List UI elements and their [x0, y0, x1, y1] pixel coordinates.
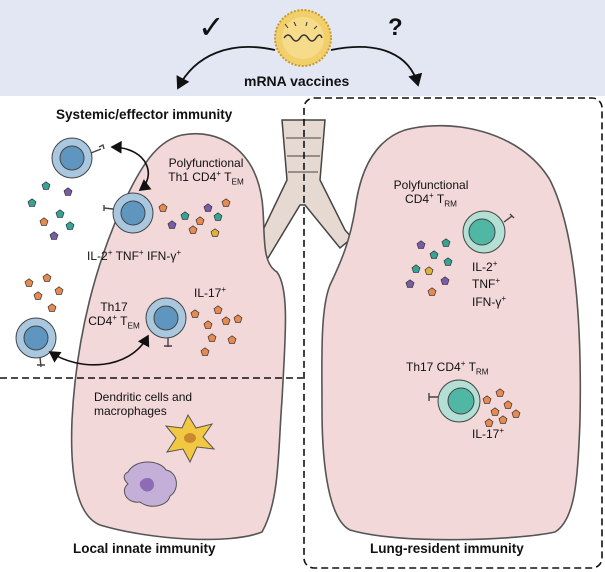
left-lung-outline [70, 133, 287, 541]
cytokine-icon [511, 409, 521, 418]
cytokine-icon [188, 225, 198, 234]
cytokine-icon [63, 187, 73, 196]
il17-label-right: IL-17+ [472, 426, 505, 441]
cytokine-icon [221, 198, 231, 207]
systemic-immunity-label: Systemic/effector immunity [56, 107, 233, 122]
trm-line1: Polyfunctional [393, 178, 469, 192]
cytokine-icon [167, 220, 177, 229]
th1-line2: Th1 CD4+ TEM [168, 169, 244, 187]
cytokine-icon [416, 240, 426, 249]
checkmark-icon: ✓ [198, 9, 225, 45]
cytokine-icon [405, 279, 415, 288]
trm-label: Polyfunctional CD4+ TRM [383, 178, 479, 209]
cytokine-cluster [24, 181, 521, 427]
cytokine-icon [440, 276, 450, 285]
cytokine-icon [411, 264, 421, 273]
cytokine-icon [233, 314, 243, 323]
arrow-to-systemic [176, 46, 276, 90]
cytokine-icon [482, 395, 492, 404]
cytokine-icon [227, 335, 237, 344]
cytokine-icon [158, 203, 168, 212]
cytokine-icon [190, 309, 200, 318]
th17-trm-label: Th17 CD4+ TRM [406, 359, 489, 377]
cytokine-icon [495, 388, 505, 397]
cytokine-icon [42, 273, 52, 282]
cytokine-icon [47, 303, 57, 312]
th17-line2: CD4+ TEM [88, 313, 140, 331]
cytokine-icon [180, 211, 190, 220]
t-cell-icon [15, 317, 57, 368]
cytokine-icon [484, 418, 494, 427]
cytokine-icon [213, 212, 223, 221]
cytokine-icon [221, 316, 231, 325]
th1-line1: Polyfunctional [168, 156, 244, 170]
local-innate-immunity-label: Local innate immunity [73, 541, 216, 556]
arrow-to-lung-resident [330, 46, 423, 87]
cytokine-icon [41, 181, 51, 190]
trm-line2: CD4+ TRM [405, 191, 457, 209]
il17-label-left: IL-17+ [194, 285, 227, 300]
lung-resident-immunity-label: Lung-resident immunity [370, 541, 524, 556]
cytokine-icon [427, 287, 437, 296]
cytokine-icon [203, 203, 213, 212]
recirculation-arrow [110, 140, 152, 191]
cytokine-icon [200, 347, 210, 356]
th1-t-cell-icon [103, 192, 154, 234]
lung-resident-box [303, 97, 603, 569]
trm-cytokine-label: IL-2+ TNF+ IFN-γ+ [472, 259, 507, 309]
tissue-resident-t-cell-icon [462, 210, 515, 254]
th17-t-cell-icon [145, 297, 187, 347]
th17-line1: Th17 [100, 300, 128, 314]
page-title: mRNA vaccines [244, 73, 350, 89]
cytokine-icon [33, 291, 43, 300]
cytokine-icon [213, 305, 223, 314]
tissue-resident-t-cell-icon [428, 379, 481, 423]
lipid-nanoparticle-icon [274, 9, 332, 67]
cytokine-icon [443, 257, 453, 266]
cytokine-icon [210, 228, 220, 237]
cytokine-icon [55, 209, 65, 218]
cytokine-icon [503, 400, 513, 409]
t-cell-icon [51, 137, 105, 179]
cytokine-icon [65, 221, 75, 230]
cytokine-icon [49, 231, 59, 240]
cytokine-icon [203, 320, 213, 329]
cytokine-icon [429, 250, 439, 259]
cytokine-icon [490, 407, 500, 416]
cytokine-icon [27, 198, 37, 207]
question-mark-icon: ? [388, 14, 403, 41]
th1-cytokine-label: IL-2+ TNF+ IFN-γ+ [87, 248, 182, 263]
cytokine-icon [24, 278, 34, 287]
th17-label: Th17 CD4+ TEM [82, 300, 146, 331]
cytokine-icon [424, 266, 434, 275]
cytokine-icon [498, 415, 508, 424]
cytokine-icon [207, 333, 217, 342]
cytokine-icon [195, 216, 205, 225]
cytokine-icon [54, 286, 64, 295]
th1-label: Polyfunctional Th1 CD4+ TEM [160, 156, 252, 187]
cytokine-icon [441, 238, 451, 247]
right-lung-outline [321, 124, 582, 541]
recirculation-arrow [48, 334, 150, 366]
cytokine-icon [39, 217, 49, 226]
